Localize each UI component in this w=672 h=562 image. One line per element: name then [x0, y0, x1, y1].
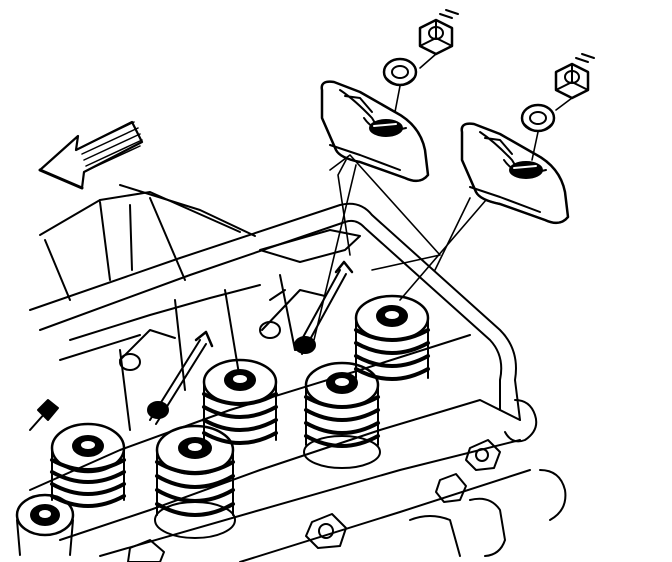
head-bolt [305, 513, 347, 549]
cylinder-head-casting [29, 184, 567, 562]
pushrod [259, 289, 326, 339]
rocker-arm [460, 122, 570, 225]
valve-spring [50, 422, 126, 508]
rocker-nut [554, 53, 595, 100]
pushrod [294, 260, 354, 355]
rocker-arm [320, 80, 430, 183]
valve-spring [202, 358, 278, 445]
head-bolt [465, 439, 501, 471]
valve-spring [354, 294, 430, 381]
direction-arrow-icon [38, 120, 144, 190]
pushrod [147, 330, 214, 425]
rocker-nut [418, 9, 459, 56]
pivot-ball-washer [382, 57, 418, 87]
pushrod [119, 329, 176, 371]
assembly-leader-lines [313, 53, 573, 341]
head-bolt-group [127, 439, 501, 562]
valve-spring [303, 361, 381, 469]
pushrod-group [29, 260, 354, 431]
valve-spring [15, 493, 75, 556]
head-bolt [127, 539, 165, 562]
valve-spring-group [15, 294, 430, 556]
pivot-ball-washer [520, 103, 556, 133]
stud [29, 399, 59, 431]
head-bolt [435, 473, 467, 503]
valve-spring [154, 424, 236, 539]
